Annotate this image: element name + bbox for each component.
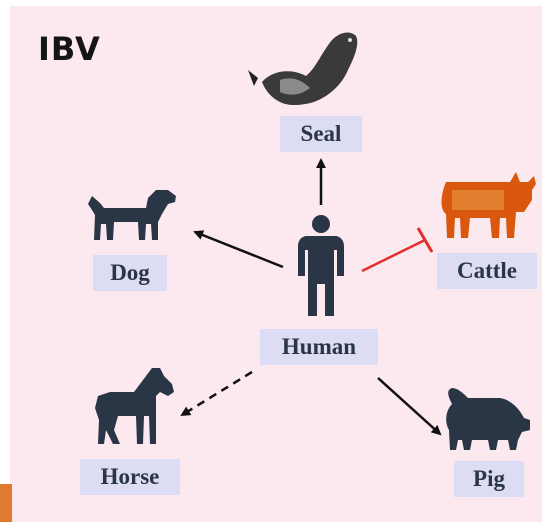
edge-human-cattle-bar	[418, 228, 432, 252]
seal-label: Seal	[280, 116, 362, 152]
cattle-icon	[442, 172, 537, 238]
edge-human-cattle	[362, 240, 425, 271]
pig-label: Pig	[454, 461, 524, 497]
edge-human-dog	[195, 232, 283, 267]
horse-label: Horse	[80, 459, 180, 495]
human-icon	[298, 215, 344, 316]
dog-label: Dog	[93, 255, 167, 291]
human-label: Human	[260, 329, 378, 365]
cattle-label: Cattle	[437, 253, 537, 289]
seal-icon	[248, 33, 357, 105]
dog-icon	[88, 190, 176, 240]
horse-icon	[95, 368, 174, 444]
pig-icon	[446, 388, 530, 450]
edge-human-horse	[182, 372, 252, 415]
edge-human-pig	[378, 378, 440, 434]
